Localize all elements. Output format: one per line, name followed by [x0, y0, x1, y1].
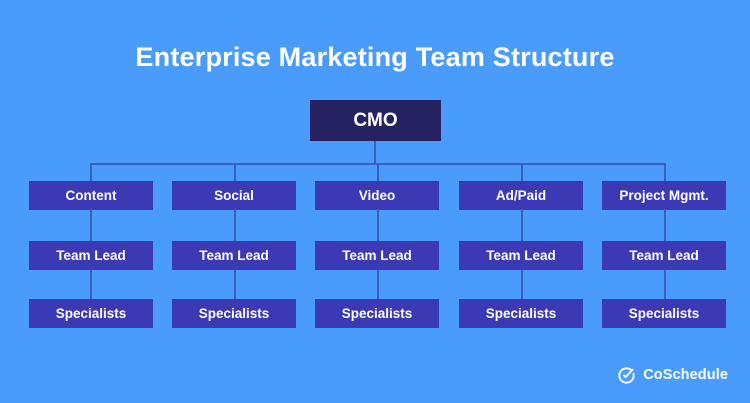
connector-dept-2-to-lead — [234, 209, 236, 242]
connector-lead-4-to-spec — [521, 270, 523, 300]
connector-lead-3-to-spec — [377, 270, 379, 300]
node-specialists-3: Specialists — [315, 299, 439, 328]
brand-logo: CoSchedule — [617, 366, 728, 385]
connector-lead-5-to-spec — [664, 270, 666, 300]
connector-lead-2-to-spec — [234, 270, 236, 300]
connector-bus-to-dept-3 — [377, 163, 379, 182]
connector-bus-to-dept-1 — [90, 163, 92, 182]
page-title: Enterprise Marketing Team Structure — [135, 42, 615, 72]
node-department-1: Content — [29, 181, 153, 210]
node-department-2: Social — [172, 181, 296, 210]
node-department-3: Video — [315, 181, 439, 210]
node-team-lead-4: Team Lead — [459, 241, 583, 270]
brand-name: CoSchedule — [643, 367, 728, 383]
connector-dept-1-to-lead — [90, 209, 92, 242]
connector-bus-to-dept-2 — [234, 163, 236, 182]
node-specialists-1: Specialists — [29, 299, 153, 328]
connector-dept-4-to-lead — [521, 209, 523, 242]
node-team-lead-5: Team Lead — [602, 241, 726, 270]
connector-lead-1-to-spec — [90, 270, 92, 300]
connector-bus-to-dept-5 — [664, 163, 666, 182]
connector-bus-to-dept-4 — [521, 163, 523, 182]
connector-dept-5-to-lead — [664, 209, 666, 242]
node-team-lead-2: Team Lead — [172, 241, 296, 270]
check-circle-icon — [618, 367, 635, 384]
node-specialists-4: Specialists — [459, 299, 583, 328]
node-team-lead-1: Team Lead — [29, 241, 153, 270]
node-specialists-2: Specialists — [172, 299, 296, 328]
node-department-4: Ad/Paid — [459, 181, 583, 210]
node-department-5: Project Mgmt. — [602, 181, 726, 210]
node-specialists-5: Specialists — [602, 299, 726, 328]
node-team-lead-3: Team Lead — [315, 241, 439, 270]
node-cmo: CMO — [310, 100, 441, 141]
connector-dept-3-to-lead — [377, 209, 379, 242]
connector-root-stem — [374, 141, 376, 164]
